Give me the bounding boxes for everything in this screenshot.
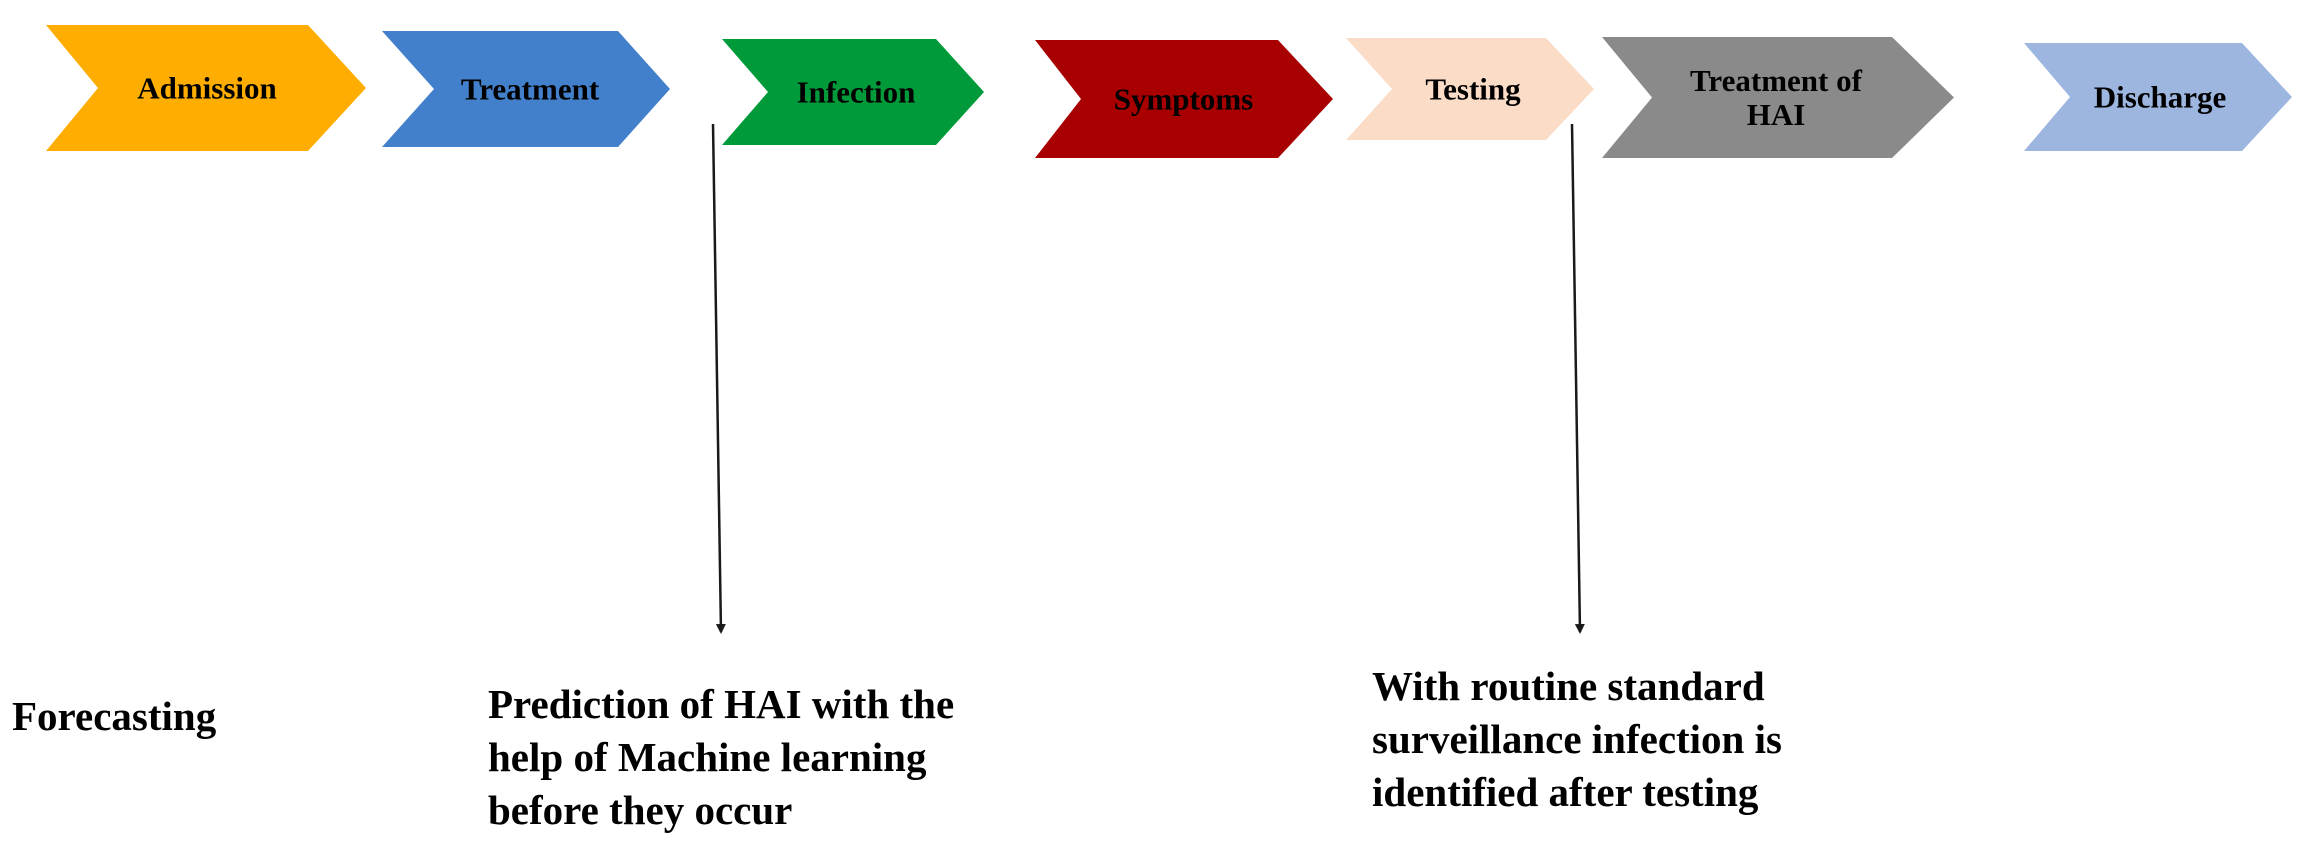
stage-infection-chevron [722, 39, 984, 145]
arrow-testing-to-surveillance [1570, 123, 1585, 634]
stage-admission-label-0: Admission [137, 71, 277, 106]
note-surveillance-line-2: identified after testing [1372, 769, 1759, 815]
stage-discharge-chevron [2024, 43, 2292, 151]
stage-treatment-chevron [382, 31, 670, 147]
ml-prediction-note: Prediction of HAI with the help of Machin… [488, 678, 954, 837]
stage-discharge: Discharge [2024, 43, 2292, 151]
note-surveillance-line-1: surveillance infection is [1372, 716, 1782, 762]
stage-testing-chevron [1346, 38, 1594, 140]
stage-treatment-of-hai-label-1: HAI [1747, 97, 1806, 132]
note-surveillance-line-0: With routine standard [1372, 663, 1765, 709]
surveillance-note: With routine standard surveillance infect… [1372, 660, 1782, 819]
stage-admission-chevron [46, 25, 366, 151]
stage-treatment-label-0: Treatment [461, 72, 600, 107]
note-forecasting-line-0: Forecasting [12, 693, 217, 739]
stage-chevrons: Admission Treatment Infection Symptoms Testi… [46, 25, 2292, 158]
stage-infection: Infection [722, 39, 984, 145]
arrow-infection-to-ml_prediction [711, 123, 726, 634]
stage-symptoms-label-0: Symptoms [1114, 82, 1254, 117]
stage-testing: Testing [1346, 38, 1594, 140]
note-ml-line-2: before they occur [488, 787, 793, 833]
forecasting-label: Forecasting [12, 690, 216, 743]
stage-treatment-of-hai-chevron [1602, 37, 1954, 158]
stage-testing-label-0: Testing [1425, 72, 1521, 107]
stage-discharge-label-0: Discharge [2094, 80, 2227, 115]
stage-infection-label-0: Infection [797, 75, 916, 110]
stage-treatment-of-hai-label-0: Treatment of [1690, 63, 1863, 98]
stage-symptoms-chevron [1035, 40, 1333, 158]
stage-admission: Admission [46, 25, 366, 151]
note-ml-line-1: help of Machine learning [488, 734, 927, 780]
stage-treatment: Treatment [382, 31, 670, 147]
stage-symptoms: Symptoms [1035, 40, 1333, 158]
note-ml-line-0: Prediction of HAI with the [488, 681, 955, 727]
connector-arrows [711, 123, 1585, 634]
